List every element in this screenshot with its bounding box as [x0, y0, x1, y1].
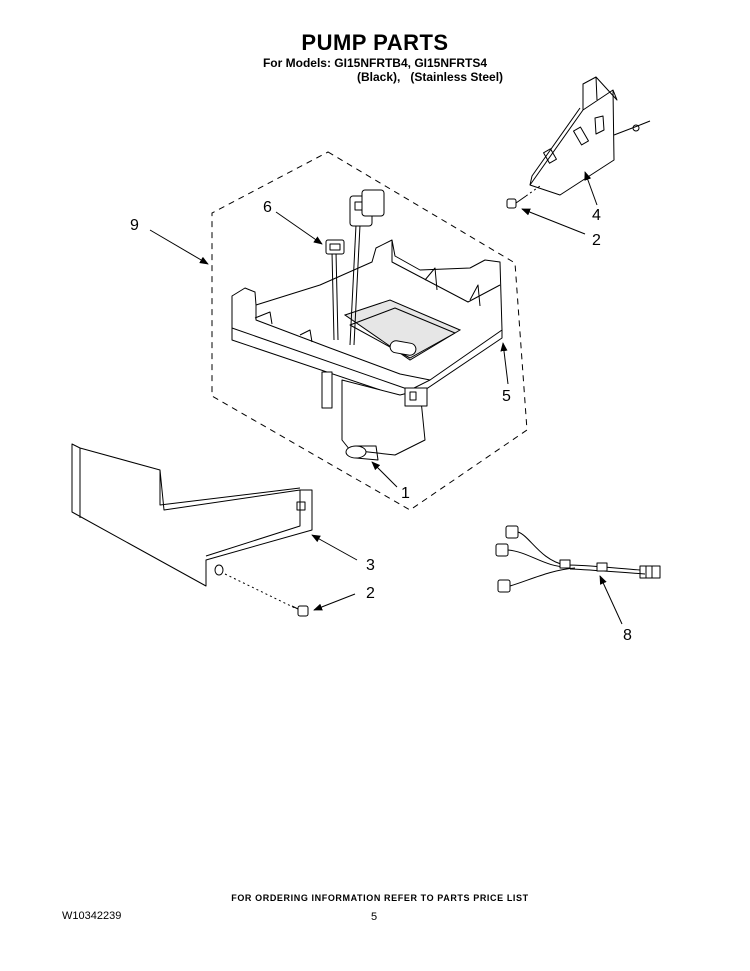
model-list: For Models: GI15NFRTB4, GI15NFRTS4: [262, 56, 488, 70]
callout-5: 5: [502, 388, 511, 405]
leader-1: [371, 461, 398, 488]
page-title: PUMP PARTS: [301, 30, 449, 55]
callout-8: 8: [623, 627, 632, 644]
model-colors: (Black), (Stainless Steel): [357, 70, 504, 84]
screw-bottom-part-2: [224, 573, 309, 617]
screw-top-part-2: [506, 185, 541, 209]
leader-3: [311, 534, 358, 561]
callout-9: 9: [130, 217, 139, 234]
page-number: 5: [371, 911, 378, 923]
callout-2-bottom: 2: [366, 585, 375, 602]
wire-harness-part-8: [495, 525, 661, 593]
leader-5: [500, 342, 509, 385]
leader-2a: [521, 208, 586, 235]
callout-1: 1: [401, 485, 410, 502]
leader-4: [584, 171, 598, 206]
leader-8: [599, 575, 623, 625]
cover-panel-part-3: [71, 443, 313, 587]
ordering-note: FOR ORDERING INFORMATION REFER TO PARTS …: [231, 893, 529, 903]
document-number: W10342239: [62, 910, 122, 922]
leader-2b: [313, 593, 356, 611]
callout-6: 6: [263, 199, 272, 216]
callout-3: 3: [366, 557, 375, 574]
leader-6: [275, 211, 323, 245]
wire-lead-part-6: [325, 189, 385, 346]
pump-motor-part-1: [321, 371, 428, 461]
pump-tray-part-5: [231, 239, 503, 401]
leader-9: [149, 229, 209, 265]
assembly-boundary: [211, 151, 528, 511]
callout-4: 4: [592, 207, 601, 224]
callout-2-top: 2: [592, 232, 601, 249]
mounting-bracket-part-4: [529, 76, 651, 196]
